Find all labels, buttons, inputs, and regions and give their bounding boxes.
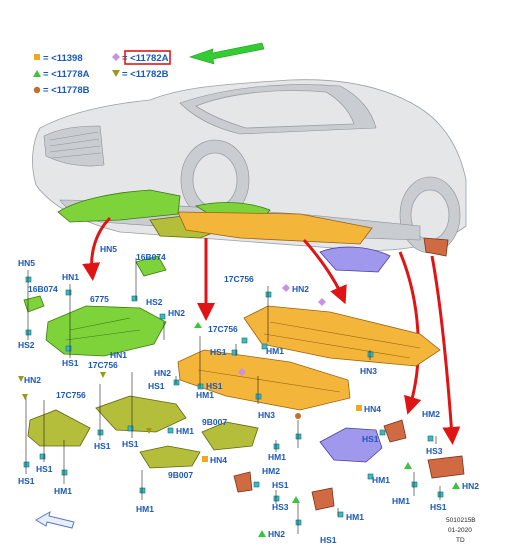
installed-front-shield [57, 189, 181, 223]
label-hn1-top: HN1 [62, 272, 79, 282]
label-hn5: HN5 [18, 258, 35, 268]
leader-lines [25, 258, 441, 534]
label-hn5-b: HN5 [100, 244, 117, 254]
label-hn4-b: HN4 [364, 404, 381, 414]
label-hm1-e: HM1 [54, 486, 72, 496]
label-hm1-c: HM1 [176, 426, 194, 436]
legend-triangle-up-marker [33, 70, 41, 77]
legend-text-11778a: = <11778A [43, 69, 90, 80]
arrow-rear-bracket-a [398, 251, 422, 415]
label-hn4-a: HN4 [210, 455, 227, 465]
arrow-front-shield [82, 216, 112, 281]
label-6775: 6775 [90, 294, 109, 304]
stamp-initials: TD [456, 537, 465, 544]
label-hs1-a: HS1 [62, 358, 79, 368]
label-17c756-a: 17C756 [208, 324, 238, 334]
label-hs2-left: HS2 [18, 340, 35, 350]
part-rust-bracket-a [383, 419, 407, 443]
part-markers [18, 284, 460, 537]
label-hs1-l: HS1 [430, 502, 447, 512]
label-hs2-b: HS2 [146, 297, 163, 307]
label-hs3-a: HS3 [272, 502, 289, 512]
label-hs1-h: HS1 [18, 476, 35, 486]
callout-labels: HN5 16B074 HS2 HN1 6775 HS1 HN5 16B074 H… [18, 244, 479, 545]
label-hn1-b: HN1 [110, 350, 127, 360]
label-hm2-a: HM2 [262, 466, 280, 476]
installed-shields [57, 189, 449, 273]
part-rust-bracket-c [233, 471, 253, 493]
label-17c756-b: 17C756 [88, 360, 118, 370]
green-pointer-arrow [189, 42, 265, 65]
label-hn2-left: HN2 [24, 375, 41, 385]
orientation-arrow-icon [35, 510, 75, 529]
label-16b074-b: 16B074 [136, 252, 166, 262]
part-17c756-long-shield [243, 305, 441, 367]
legend-text-11398: = <11398 [43, 53, 83, 64]
part-17c756-olive-shield [95, 395, 187, 433]
part-16b074-left [23, 295, 45, 313]
label-hn2-b: HN2 [292, 284, 309, 294]
part-rust-bracket-d [311, 487, 335, 511]
drawing-stamp: 5010215B 01-2020 TD [446, 517, 476, 544]
label-9b007-a: 9B007 [202, 417, 227, 427]
legend-text-11778b: = <11778B [43, 85, 90, 96]
label-hn3-b: HN3 [258, 410, 275, 420]
arrow-long-shield [302, 238, 347, 305]
label-hm1-f: HM1 [136, 504, 154, 514]
label-hs1-e: HS1 [94, 441, 111, 451]
label-hs1-b: HS1 [210, 347, 227, 357]
label-17c756-top: 17C756 [224, 274, 254, 284]
label-hs1-d: HS1 [206, 381, 223, 391]
part-17c756-left-shield [27, 409, 91, 447]
label-hm1-i: HM1 [392, 496, 410, 506]
part-9b007-right [201, 421, 259, 451]
part-16b074-right [135, 255, 167, 277]
legend-text-11782b: = <11782B [122, 69, 169, 80]
label-hs1-k: HS1 [320, 535, 337, 545]
label-hm1-h: HM1 [372, 475, 390, 485]
label-hn2-f: HN2 [462, 481, 479, 491]
legend-highlight-box [124, 50, 171, 65]
label-hm1-a: HM1 [266, 346, 284, 356]
label-hn2-e: HN2 [268, 529, 285, 539]
fasteners [23, 276, 444, 526]
label-hs3-b: HS3 [426, 446, 443, 456]
installed-rear-shield [319, 246, 391, 273]
legend-square-marker [34, 54, 40, 60]
legend-triangle-down-marker [112, 70, 120, 77]
label-hm2-b: HM2 [422, 409, 440, 419]
label-hs1-i: HS1 [272, 480, 289, 490]
label-17c756-left: 17C756 [56, 390, 86, 400]
label-hs1-f: HS1 [122, 439, 139, 449]
part-17c756-mid-shield [177, 349, 351, 411]
installed-long-shield [177, 211, 373, 245]
label-hs1-c: HS1 [148, 381, 165, 391]
label-hs1-j: HS1 [362, 434, 379, 444]
label-hm1-d: HM1 [268, 452, 286, 462]
label-9b007-b: 9B007 [168, 470, 193, 480]
red-callout-arrows [82, 216, 461, 445]
stamp-date: 01-2020 [448, 527, 472, 534]
part-6775-front-shield [45, 305, 167, 357]
part-rear-purple-shield [319, 427, 383, 463]
arrow-rear-bracket-b [430, 255, 461, 445]
installed-rear-bracket [423, 237, 449, 257]
part-9b007-left [139, 445, 201, 469]
label-hn2-d: HN2 [154, 368, 171, 378]
part-rust-bracket-b [427, 455, 465, 479]
stamp-drawing-number: 5010215B [446, 517, 476, 524]
label-hm1-b: HM1 [196, 390, 214, 400]
label-16b074-left: 16B074 [28, 284, 58, 294]
label-hs1-g: HS1 [36, 464, 53, 474]
label-hn3-a: HN3 [360, 366, 377, 376]
legend-text-11782a: = <11782A [122, 53, 169, 64]
label-hm1-g: HM1 [346, 512, 364, 522]
legend-diamond-marker [112, 53, 120, 61]
label-hn2-a: HN2 [168, 308, 185, 318]
legend-circle-marker [33, 86, 41, 94]
legend: = <11398 = <11782A = <11778A = <11782B =… [33, 42, 265, 96]
